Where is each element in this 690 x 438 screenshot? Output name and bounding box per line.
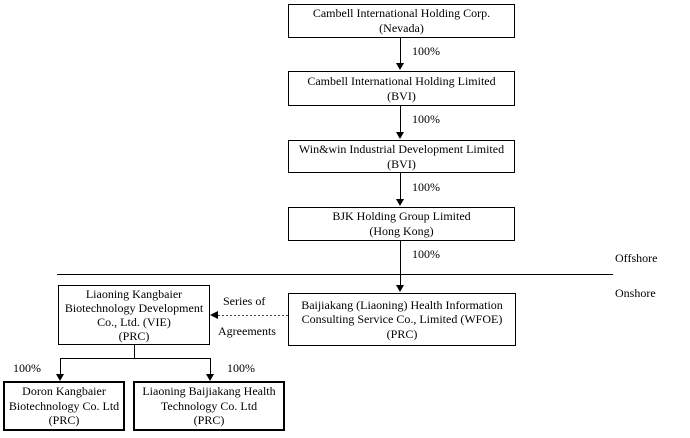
- offshore-label: Offshore: [615, 251, 658, 265]
- node-line: (PRC): [193, 413, 225, 428]
- node-line: (BVI): [387, 88, 416, 103]
- ownership-label-winwin-to-bjk: 100%: [412, 180, 440, 194]
- arrow-down-icon: [206, 374, 214, 381]
- arrow-down-icon: [396, 285, 404, 292]
- node-line: (Hong Kong): [369, 224, 434, 238]
- vie-children-stem-line: [134, 345, 135, 358]
- vie-children-cross-line: [60, 358, 211, 359]
- arrow-down-icon: [396, 199, 404, 206]
- ownership-label-vie-to-ljbjk: 100%: [227, 361, 255, 375]
- node-line: Baijiakang (Liaoning) Health Information: [301, 297, 503, 312]
- edge-bjk-to-wfoe-line: [400, 241, 401, 285]
- node-line: (PRC): [48, 413, 80, 428]
- node-line: Win&win Industrial Development Limited: [298, 141, 505, 156]
- box-liaoning-baijiakang-health: Liaoning Baijiakang Health Technology Co…: [133, 381, 285, 431]
- ownership-label-ltd-to-winwin: 100%: [412, 112, 440, 126]
- node-line: (Nevada): [379, 21, 424, 35]
- node-line: Technology Co. Ltd: [160, 398, 258, 413]
- node-line: Liaoning Baijiakang Health: [142, 384, 276, 399]
- onshore-label: Onshore: [615, 286, 656, 300]
- edge-wfoe-to-vie-dashed-line: [218, 315, 288, 316]
- node-line: Cambell International Holding Limited: [307, 73, 496, 88]
- edge-ltd-to-winwin-line: [400, 106, 401, 132]
- box-doron-kangbaier: Doron Kangbaier Biotechnology Co. Ltd (P…: [3, 381, 125, 431]
- node-line: BJK Holding Group Limited: [332, 209, 471, 224]
- node-line: Biotechnology Development: [64, 300, 204, 315]
- node-line: Consulting Service Co., Limited (WFOE): [301, 312, 503, 327]
- box-bjk-holding-group: BJK Holding Group Limited (Hong Kong): [288, 207, 515, 241]
- ownership-label-vie-to-doron: 100%: [13, 361, 41, 375]
- box-vie: Liaoning Kangbaier Biotechnology Develop…: [58, 285, 210, 345]
- offshore-onshore-divider: [57, 274, 613, 275]
- node-line: Cambell International Holding Corp.: [312, 6, 491, 21]
- edge-winwin-to-bjk-line: [400, 173, 401, 199]
- box-wfoe: Baijiakang (Liaoning) Health Information…: [288, 293, 516, 346]
- arrow-down-icon: [56, 374, 64, 381]
- box-cambell-international-holding-corp: Cambell International Holding Corp. (Nev…: [288, 4, 515, 38]
- series-of-label: Series of: [223, 294, 266, 308]
- arrow-down-icon: [396, 132, 404, 139]
- node-line: (PRC): [386, 326, 418, 341]
- arrow-left-icon: [210, 311, 218, 319]
- node-line: Biotechnology Co. Ltd: [8, 398, 120, 413]
- node-line: Doron Kangbaier: [22, 384, 106, 399]
- edge-vie-to-doron-line: [60, 358, 61, 374]
- node-line: Co., Ltd. (VIE): [97, 315, 171, 329]
- arrow-down-icon: [396, 63, 404, 70]
- ownership-label-bjk-to-wfoe: 100%: [412, 247, 440, 261]
- ownership-label-corp-to-ltd: 100%: [412, 44, 440, 58]
- box-winwin-industrial: Win&win Industrial Development Limited (…: [288, 140, 515, 173]
- edge-corp-to-ltd-line: [400, 38, 401, 63]
- node-line: (PRC): [118, 329, 150, 344]
- box-cambell-international-holding-limited: Cambell International Holding Limited (B…: [288, 71, 515, 106]
- node-line: Liaoning Kangbaier: [85, 286, 183, 301]
- node-line: (BVI): [387, 156, 416, 171]
- agreements-label: Agreements: [218, 324, 276, 338]
- edge-vie-to-ljbjk-line: [210, 358, 211, 374]
